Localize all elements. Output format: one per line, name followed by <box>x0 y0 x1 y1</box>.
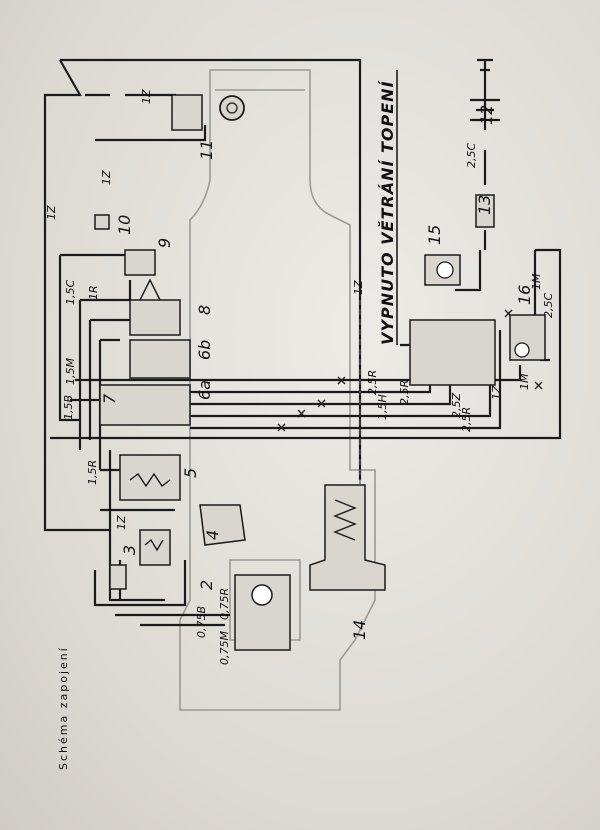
wire-2-5z: 2,5Z <box>450 393 463 418</box>
wire-1z-d: 1Z <box>490 385 503 400</box>
wire-1-5c: 1,5C <box>64 280 77 305</box>
component-3 <box>139 529 171 566</box>
wire-2-5r-c: 2,5R <box>460 407 473 432</box>
component-11 <box>171 94 245 131</box>
component-5 <box>119 454 181 501</box>
label-5: 5 <box>181 468 200 478</box>
wire-0-75m: 0,75M <box>218 631 231 665</box>
wire-0-75r: 0,75R <box>218 588 231 620</box>
label-7: 7 <box>100 393 119 404</box>
component-labels: 2 3 4 5 6a 6b 7 8 9 10 11 12 13 14 15 16 <box>100 105 534 640</box>
label-14: 14 <box>350 620 369 640</box>
label-6a: 6a <box>195 380 214 400</box>
wire-1-5m: 1,5M <box>64 358 77 385</box>
wire-0-75b: 0,75B <box>195 606 208 638</box>
heading-group: VYPNUTO VĚTRÁNÍ TOPENÍ <box>378 79 397 345</box>
component-15 <box>409 254 496 386</box>
label-12: 12 <box>477 105 496 125</box>
wire-1z-mid: 1Z <box>100 170 113 185</box>
wire-1z-left: 1Z <box>45 205 58 220</box>
wire-1z-vertical: 1Z <box>352 280 365 295</box>
heading: VYPNUTO VĚTRÁNÍ TOPENÍ <box>378 79 397 345</box>
component-14 <box>309 300 386 591</box>
label-4: 4 <box>203 530 222 540</box>
component-10 <box>94 214 110 230</box>
wire-1-5b: 1,5B <box>62 395 75 420</box>
label-6b: 6b <box>195 340 214 360</box>
label-11: 11 <box>197 140 216 160</box>
wire-2-5c-a: 2,5C <box>465 143 478 168</box>
component-16 <box>509 314 546 361</box>
component-12 <box>470 58 500 122</box>
wire-1-5h: 1,5H <box>376 394 389 420</box>
switch-block <box>99 278 191 426</box>
component-9 <box>124 249 156 276</box>
wire-1z-c: 1Z <box>115 515 128 530</box>
wire-1-5r: 1,5R <box>86 460 99 485</box>
label-15: 15 <box>425 225 444 245</box>
label-2: 2 <box>197 580 216 590</box>
wire-1m-a: 1M <box>530 273 543 290</box>
label-16: 16 <box>515 285 534 305</box>
inline-fuse <box>109 564 127 590</box>
wire-2-5r-a: 2,5R <box>366 370 379 395</box>
vehicle-outline <box>179 69 376 711</box>
wire-2-5c-b: 2,5C <box>542 293 555 318</box>
component-4 <box>199 504 246 546</box>
label-3: 3 <box>120 545 139 555</box>
caption: Schéma zapojení <box>57 646 70 770</box>
component-13 <box>475 194 495 228</box>
wire-1m-b: 1M <box>518 373 531 390</box>
label-8: 8 <box>195 305 214 315</box>
caption-group: Schéma zapojení <box>57 646 70 770</box>
wire-2-5r-b: 2,5R <box>398 380 411 405</box>
label-13: 13 <box>475 195 494 215</box>
generator <box>234 574 291 651</box>
label-9: 9 <box>155 238 174 248</box>
wire-labels: 1Z 1Z 1Z 1Z 1Z 1,5C 1R 1,5M 1,5B 1,5R 2,… <box>45 89 555 665</box>
wire-1r: 1R <box>87 285 100 300</box>
label-10: 10 <box>115 215 134 235</box>
crossing-marks <box>277 309 543 432</box>
wire-1z-top: 1Z <box>140 89 153 104</box>
